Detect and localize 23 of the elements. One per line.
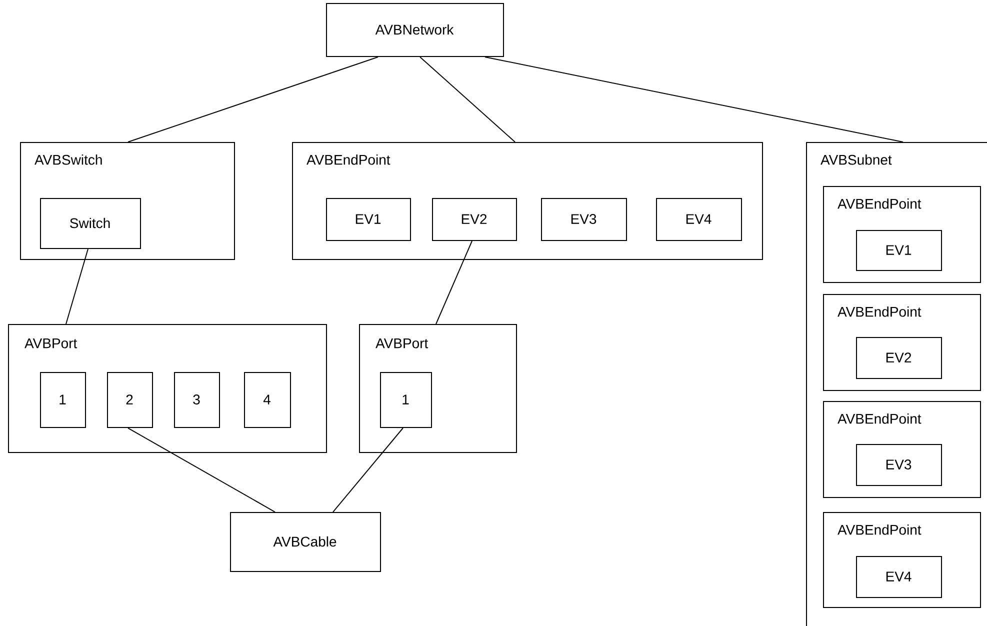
box: EV1	[326, 198, 411, 241]
box: 4	[244, 372, 291, 428]
connector-line	[66, 248, 88, 324]
box: EV2	[432, 198, 517, 241]
connector-line	[128, 428, 276, 512]
box: AVBCable	[230, 512, 381, 572]
box: 3	[174, 372, 220, 428]
box: 1	[380, 372, 432, 428]
box: EV3	[856, 444, 942, 486]
connector-line	[484, 56, 904, 142]
box: 2	[107, 372, 153, 428]
box: EV4	[656, 198, 742, 241]
connector-line	[128, 56, 378, 142]
connector-line	[420, 56, 516, 142]
box: EV2	[856, 337, 942, 379]
box: Switch	[40, 198, 141, 249]
box: EV4	[856, 556, 942, 598]
connector-line	[332, 428, 404, 512]
box: AVBNetwork	[326, 3, 504, 57]
box: EV3	[541, 198, 627, 241]
box: EV1	[856, 230, 942, 271]
box: 1	[40, 372, 86, 428]
connector-line	[436, 240, 472, 324]
